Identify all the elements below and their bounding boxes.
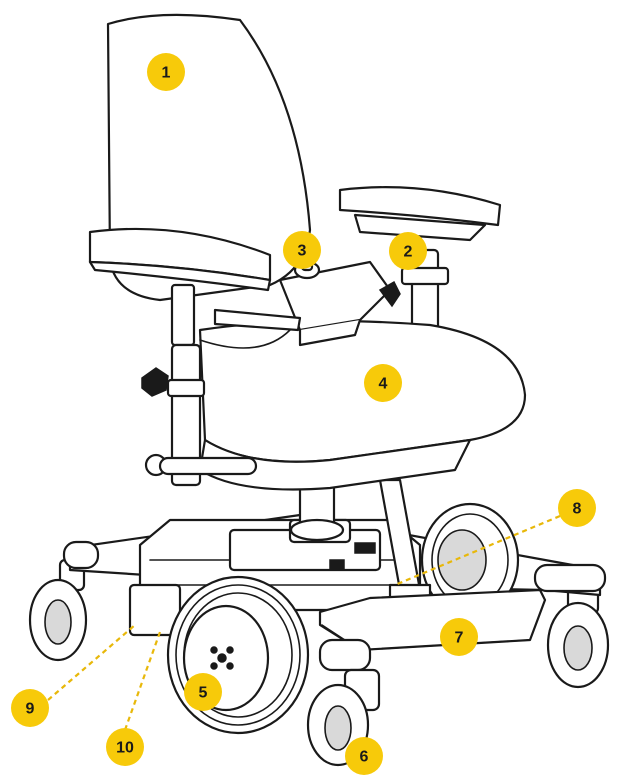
callout-badge-7: 7 bbox=[440, 618, 478, 656]
callout-badge-6: 6 bbox=[345, 737, 383, 775]
callout-number: 6 bbox=[360, 749, 369, 766]
callout-badge-9: 9 bbox=[11, 689, 49, 727]
callout-circle bbox=[283, 231, 321, 269]
joystick-controller bbox=[213, 254, 401, 347]
callout-circle bbox=[558, 489, 596, 527]
left-armrest bbox=[88, 227, 291, 487]
callout-number: 1 bbox=[162, 65, 171, 82]
callout-circle bbox=[440, 618, 478, 656]
callout-badge-10: 10 bbox=[106, 728, 144, 766]
callout-circle bbox=[11, 689, 49, 727]
callout-circle bbox=[345, 737, 383, 775]
callout-number: 8 bbox=[573, 501, 582, 518]
callout-number: 2 bbox=[404, 244, 413, 261]
callout-leader-10 bbox=[123, 631, 162, 731]
callout-badge-5: 5 bbox=[184, 673, 222, 711]
callout-badge-2: 2 bbox=[389, 232, 427, 270]
callout-number: 9 bbox=[26, 701, 35, 718]
front-right-caster bbox=[546, 578, 610, 689]
callout-number: 5 bbox=[199, 685, 208, 702]
callout-circle bbox=[106, 728, 144, 766]
seat-cushion bbox=[198, 319, 527, 491]
callout-circle bbox=[364, 364, 402, 402]
callout-circle bbox=[184, 673, 222, 711]
rear-left-caster bbox=[28, 558, 88, 662]
right-drive-wheel bbox=[420, 502, 520, 618]
callout-number: 7 bbox=[455, 630, 464, 647]
footrest bbox=[318, 478, 547, 652]
callout-number: 3 bbox=[298, 243, 307, 260]
callout-badge-3: 3 bbox=[283, 231, 321, 269]
callout-leader-9 bbox=[47, 624, 136, 701]
callout-badge-4: 4 bbox=[364, 364, 402, 402]
callout-badge-1: 1 bbox=[147, 53, 185, 91]
callout-leader-8 bbox=[394, 514, 561, 587]
callout-circle bbox=[389, 232, 427, 270]
left-drive-wheel bbox=[166, 575, 310, 735]
callout-badge-8: 8 bbox=[558, 489, 596, 527]
callout-number: 4 bbox=[379, 376, 388, 393]
callout-circle bbox=[147, 53, 185, 91]
right-armrest bbox=[338, 186, 502, 342]
callout-number: 10 bbox=[116, 740, 134, 757]
